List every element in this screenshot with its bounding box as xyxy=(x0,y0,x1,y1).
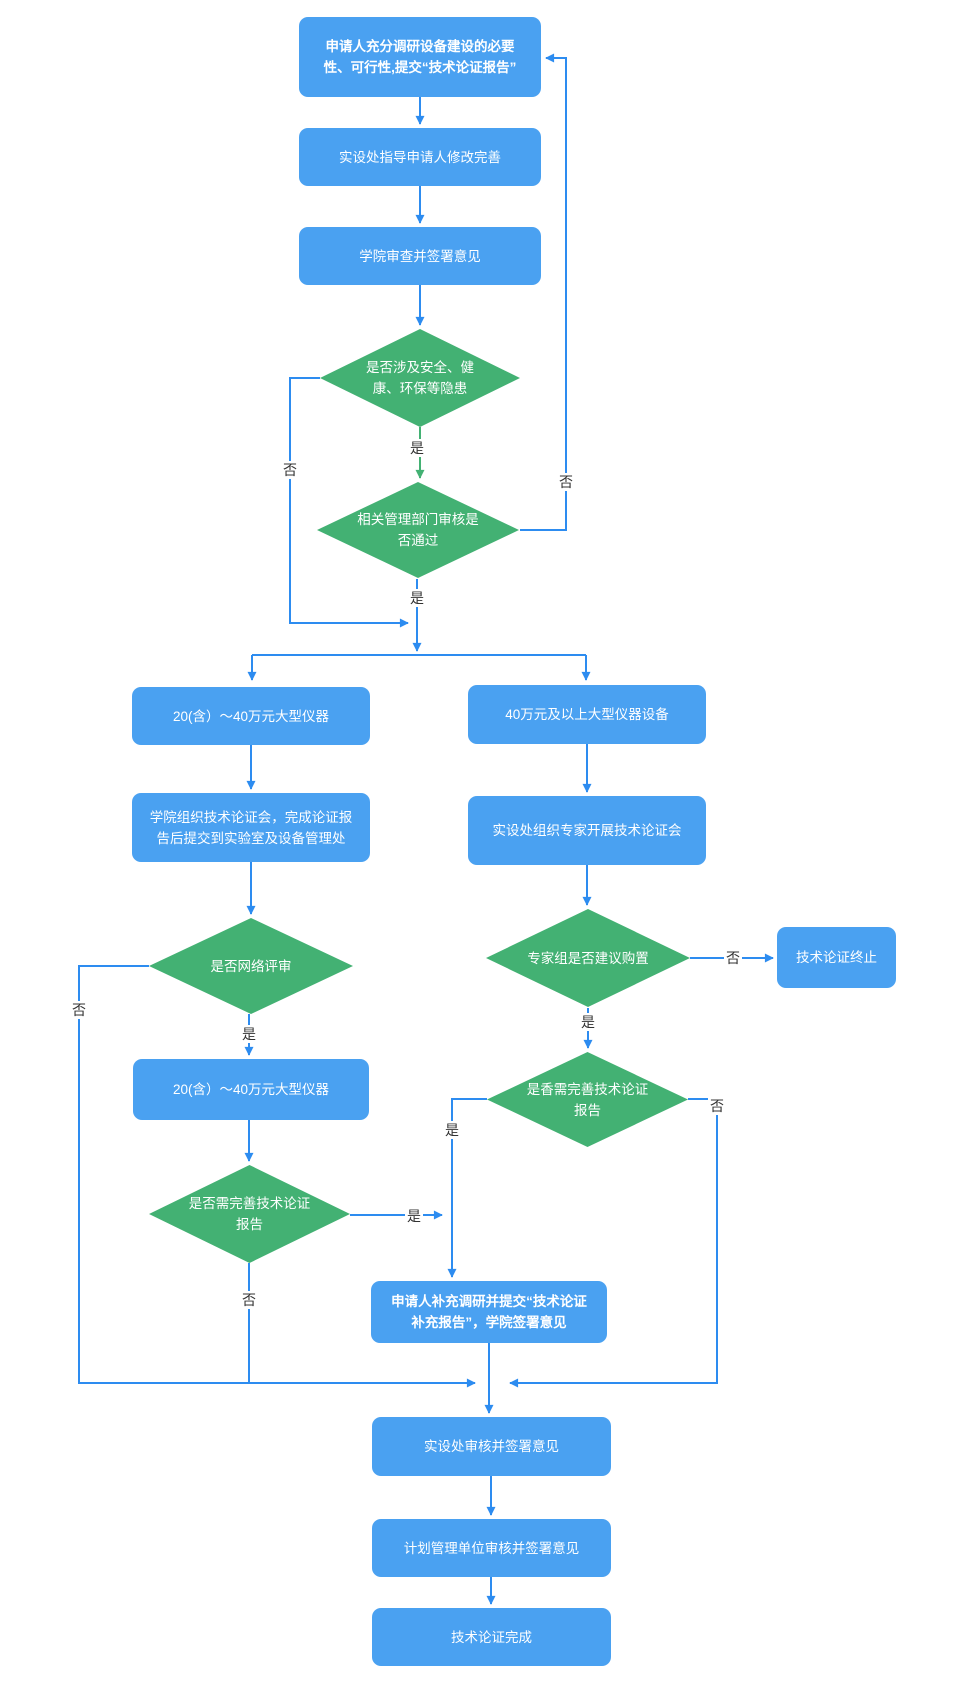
node-college-review: 学院审查并签署意见 xyxy=(299,227,541,285)
node-supplement-report: 申请人补充调研并提交“技术论证补充报告”，学院签署意见 xyxy=(371,1281,607,1343)
node-research-report-label: 申请人充分调研设备建设的必要性、可行性,提交“技术论证报告” xyxy=(323,39,517,75)
node-office-sign-label: 实设处审核并签署意见 xyxy=(424,1439,559,1454)
node-above-40: 40万元及以上大型仪器设备 xyxy=(468,685,706,744)
decision-need-improve-right-label: 是香需完善技术论证报告 xyxy=(526,1081,649,1118)
node-range-20-40-b-label: 20(含）～40万元大型仪器 xyxy=(172,1082,330,1097)
node-research-report: 申请人充分调研设备建设的必要性、可行性,提交“技术论证报告” xyxy=(299,17,541,97)
node-supplement-report-label: 申请人补充调研并提交“技术论证补充报告”，学院签署意见 xyxy=(391,1294,587,1330)
connector-safety-no-bypass xyxy=(289,377,409,628)
node-guide-revision-label: 实设处指导申请人修改完善 xyxy=(339,149,501,165)
edge-label-no-improve-right: 否 xyxy=(708,1097,726,1115)
decision-need-improve-left-label: 是否需完善技术论证报告 xyxy=(188,1196,311,1232)
connector-improve-right-no xyxy=(509,1098,718,1388)
node-complete-label: 技术论证完成 xyxy=(451,1629,532,1645)
edge-label-no-improve-left: 否 xyxy=(240,1291,258,1309)
node-guide-revision: 实设处指导申请人修改完善 xyxy=(299,128,541,186)
node-complete: 技术论证完成 xyxy=(372,1608,611,1666)
edge-label-no-dept: 否 xyxy=(557,473,575,491)
connector-dept-no-return xyxy=(520,53,567,531)
edge-label-no-expert: 否 xyxy=(724,949,742,967)
edge-label-yes-online: 是 xyxy=(240,1025,258,1043)
decision-online-review-label: 是否网络评审 xyxy=(210,958,292,974)
node-plan-unit-sign: 计划管理单位审核并签署意见 xyxy=(372,1519,611,1577)
node-college-review-label: 学院审查并签署意见 xyxy=(359,248,481,264)
decision-safety-check-label: 是否涉及安全、健康、环保等隐患 xyxy=(366,360,474,396)
node-range-20-40-label: 20(含）～40万元大型仪器 xyxy=(172,708,330,724)
node-office-meeting-label: 实设处组织专家开展技术论证会 xyxy=(492,823,682,838)
node-terminate: 技术论证终止 xyxy=(777,927,896,988)
edge-label-yes-expert: 是 xyxy=(579,1013,597,1031)
edge-label-yes-safety: 是 xyxy=(408,439,426,457)
edge-label-yes-dept: 是 xyxy=(408,589,426,607)
connector-improve-right-yes xyxy=(447,1098,487,1278)
edge-label-yes-improve-left: 是 xyxy=(405,1207,423,1225)
node-terminate-label: 技术论证终止 xyxy=(796,950,877,965)
edge-label-no-safety: 否 xyxy=(281,461,299,479)
node-college-meeting: 学院组织技术论证会，完成论证报告后提交到实验室及设备管理处 xyxy=(132,793,370,862)
edge-label-no-online: 否 xyxy=(70,1001,88,1019)
decision-expert-suggest-label: 专家组是否建议购置 xyxy=(527,950,649,966)
node-range-20-40: 20(含）～40万元大型仪器 xyxy=(132,687,370,745)
node-office-sign: 实设处审核并签署意见 xyxy=(372,1417,611,1476)
edge-label-yes-improve-right: 是 xyxy=(443,1121,461,1139)
node-range-20-40-b: 20(含）～40万元大型仪器 xyxy=(133,1059,369,1120)
node-plan-unit-sign-label: 计划管理单位审核并签署意见 xyxy=(403,1540,580,1556)
decision-dept-approval-label: 相关管理部门审核是否通过 xyxy=(357,512,479,548)
node-college-meeting-label: 学院组织技术论证会，完成论证报告后提交到实验室及设备管理处 xyxy=(149,809,353,846)
node-office-meeting: 实设处组织专家开展技术论证会 xyxy=(468,796,706,865)
node-above-40-label: 40万元及以上大型仪器设备 xyxy=(505,707,669,722)
connector-online-no-feedback xyxy=(78,965,476,1388)
